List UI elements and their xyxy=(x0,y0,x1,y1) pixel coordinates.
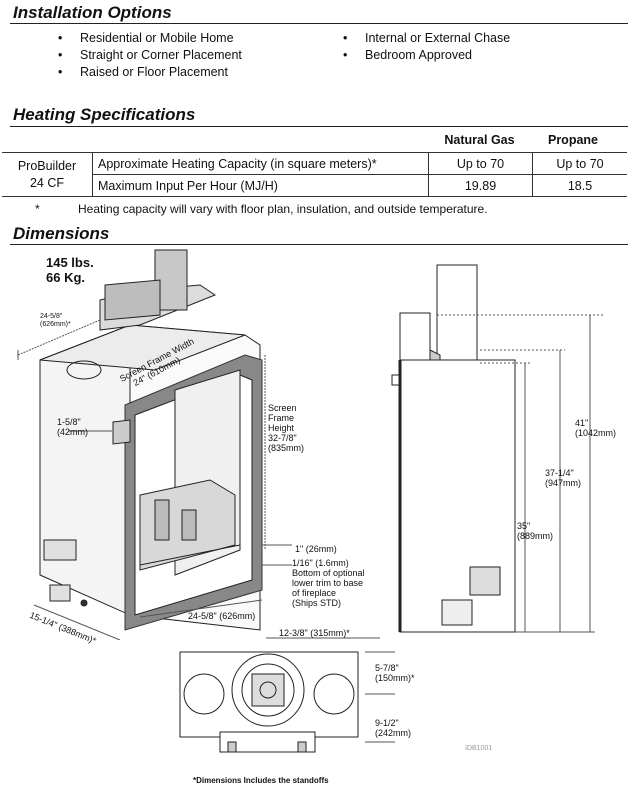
weight-lbs: 145 lbs. xyxy=(46,255,94,270)
heating-table: ProBuilder 24 CF Approximate Heating Cap… xyxy=(2,152,627,197)
drawing-id: IDB1001 xyxy=(465,745,493,752)
installation-right-list: •Internal or External Chase •Bedroom App… xyxy=(343,30,510,64)
dim-text: (835mm) xyxy=(268,443,305,453)
dim-text: (Ships STD) xyxy=(292,598,342,608)
list-item: •Bedroom Approved xyxy=(343,48,473,62)
dim-text: 24-5/8" xyxy=(40,313,63,320)
dim-text: (947mm) xyxy=(545,478,582,488)
cell-natural-gas: 19.89 xyxy=(428,174,533,197)
dim-text: (150mm)* xyxy=(375,673,415,683)
dim-text: 1/16" (1.6mm) xyxy=(292,558,349,568)
list-item: •Straight or Corner Placement xyxy=(58,48,242,62)
dim-text: 35" xyxy=(517,521,531,531)
dim-text: (242mm) xyxy=(375,728,412,738)
dim-text: 5-7/8" xyxy=(375,663,399,673)
gap-label: 1" (26mm) xyxy=(295,544,337,554)
dimensions-rule xyxy=(10,244,628,245)
height-41-label: 41" (1042mm) xyxy=(575,418,616,438)
dim-text: 32-7/8" xyxy=(268,433,297,443)
dim-text: (42mm) xyxy=(57,427,88,437)
model-name: ProBuilder xyxy=(17,158,77,173)
footnote: Heating capacity will vary with floor pl… xyxy=(78,202,488,216)
side-offset-label: 1-5/8" (42mm) xyxy=(57,417,88,437)
table-row: Maximum Input Per Hour (MJ/H) 19.89 18.5 xyxy=(2,174,627,197)
top-width-label: 24-5/8" (626mm)* xyxy=(40,313,71,329)
dim-text: Height xyxy=(268,423,295,433)
cell-natural-gas: Up to 70 xyxy=(428,152,533,175)
weight-label: 145 lbs. 66 Kg. xyxy=(46,255,94,285)
dim-text: 37-1/4" xyxy=(545,468,574,478)
dimensions-title: Dimensions xyxy=(13,224,110,243)
side-view-drawing xyxy=(391,264,605,633)
dim-text: 1-5/8" xyxy=(57,417,81,427)
col-natural-gas: Natural Gas xyxy=(444,133,515,147)
depth-578-label: 5-7/8" (150mm)* xyxy=(375,663,415,683)
list-item: •Internal or External Chase xyxy=(343,31,511,45)
top-offset-label: 12-3/8" (315mm)* xyxy=(279,628,350,638)
standoff-note: *Dimensions Includes the standoffs xyxy=(193,776,329,785)
installation-title: Installation Options xyxy=(13,3,172,22)
dim-text: 9-1/2" xyxy=(375,718,399,728)
installation-left-list: •Residential or Mobile Home •Straight or… xyxy=(58,30,242,81)
dim-text: lower trim to base xyxy=(292,578,364,588)
list-item: •Residential or Mobile Home xyxy=(58,31,234,45)
bottom-width-label: 24-5/8" (626mm) xyxy=(188,611,256,621)
dim-text: Bottom of optional xyxy=(292,568,365,578)
model-cell: ProBuilder 24 CF xyxy=(2,152,93,197)
height-37-label: 37-1/4" (947mm) xyxy=(545,468,581,488)
dim-text: (1042mm) xyxy=(575,428,617,438)
cell-propane: 18.5 xyxy=(532,174,627,197)
list-item: •Raised or Floor Placement xyxy=(58,65,228,79)
dim-text: Frame xyxy=(268,413,295,423)
model-size: 24 CF xyxy=(29,175,65,190)
dim-text: Screen xyxy=(268,403,297,413)
weight-kg: 66 Kg. xyxy=(46,270,86,285)
cell-propane: Up to 70 xyxy=(532,152,627,175)
frame-height-label: Screen Frame Height 32-7/8" (835mm) xyxy=(268,403,304,453)
row-label: Approximate Heating Capacity (in square … xyxy=(92,152,429,175)
dim-text: 41" xyxy=(575,418,589,428)
heating-rule xyxy=(10,126,628,127)
height-35-label: 35" (889mm) xyxy=(517,521,553,541)
trim-label: 1/16" (1.6mm) Bottom of optional lower t… xyxy=(292,558,365,608)
dim-text: (626mm)* xyxy=(40,321,71,328)
depth-912-label: 9-1/2" (242mm) xyxy=(375,718,411,738)
table-row: ProBuilder 24 CF Approximate Heating Cap… xyxy=(2,152,627,197)
top-view-drawing xyxy=(179,637,395,753)
row-label: Maximum Input Per Hour (MJ/H) xyxy=(92,174,429,197)
footnote-mark: * xyxy=(35,202,40,216)
col-propane: Propane xyxy=(547,133,598,147)
dim-text: (889mm) xyxy=(517,531,554,541)
heating-title: Heating Specifications xyxy=(13,105,196,124)
dim-text: of fireplace xyxy=(292,588,337,598)
installation-rule xyxy=(10,23,628,24)
isometric-drawing xyxy=(17,249,292,640)
